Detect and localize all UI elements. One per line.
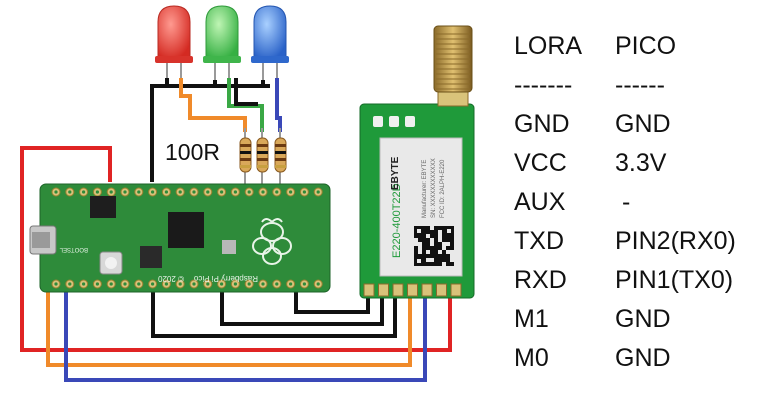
pin-row-aux: AUX - (510, 184, 765, 220)
pin-row-rxd: RXD PIN1(TX0) (510, 262, 765, 298)
lora-module: E220-400T22D EBYTE Manufacturer: EBYTE S… (359, 103, 475, 299)
lora-pin: VCC (514, 149, 567, 177)
lora-header-pads (363, 283, 462, 297)
pin-row-txd: TXD PIN2(RX0) (510, 223, 765, 259)
pico-year-label: © 2020 (158, 274, 184, 283)
flash-chip (90, 196, 116, 218)
lora-separator: ------- (514, 71, 573, 99)
uart-power-wires (20, 146, 452, 382)
lora-column-header: LORA (514, 32, 583, 60)
pico-silkscreen-label: Raspberry Pi Pico (193, 274, 258, 283)
led-wires (150, 78, 282, 182)
lora-pin: RXD (514, 266, 567, 294)
lora-serial-label: SN: XXXXXXXXXXXX (431, 158, 437, 218)
pico-column-header: PICO (615, 32, 677, 60)
bootsel-label: BOOTSEL (59, 246, 88, 252)
resistor-3 (274, 128, 287, 185)
green-led (203, 5, 241, 80)
pin-row-m0: M0 GND (510, 340, 765, 376)
pico-pin: PIN2(RX0) (615, 227, 736, 255)
lora-pin: AUX (514, 188, 566, 216)
lora-fcc-label: FCC ID: 2ALPH-E220 (440, 159, 446, 218)
lora-pin-pad (436, 283, 447, 297)
pin-row-m1: M1 GND (510, 301, 765, 337)
lora-pin: GND (514, 110, 570, 138)
rp2040-chip (168, 212, 204, 248)
lora-pin-pad (378, 283, 389, 297)
lora-pin-pad (363, 283, 375, 297)
resistor-2 (256, 128, 269, 185)
pico-pin: PIN1(TX0) (615, 266, 734, 294)
sma-antenna (433, 25, 473, 107)
blue-led (251, 5, 289, 80)
lora-pin-pad (450, 283, 462, 297)
lora-pin-pad (392, 283, 404, 297)
pin-row-vcc: VCC 3.3V (510, 145, 765, 181)
lora-pin: M0 (514, 344, 549, 372)
lora-pin: M1 (514, 305, 549, 333)
pico-bottom-header-pads (51, 279, 323, 289)
raspberry-logo-icon (252, 218, 292, 265)
resistor-1 (239, 128, 252, 185)
resistor-array (239, 128, 287, 185)
lora-pin-pad (421, 283, 433, 297)
lora-pin: TXD (514, 227, 564, 255)
pico-pin: GND (615, 110, 671, 138)
circuit-illustration: 100R Raspberry Pi Pico © 2020 BOOTSEL (20, 5, 475, 382)
pin-table-header: LORA PICO (510, 28, 765, 64)
red-led (155, 5, 193, 80)
lora-manufacturer-label: Manufacturer: EBYTE (422, 160, 428, 218)
pico-pin: GND (615, 305, 671, 333)
pico-pin: 3.3V (615, 149, 667, 177)
pico-pin: GND (615, 344, 671, 372)
lora-model-label: E220-400T22D (391, 183, 403, 258)
raspberry-pi-pico-board: Raspberry Pi Pico © 2020 BOOTSEL (29, 183, 331, 293)
lora-brand-label: EBYTE (390, 156, 401, 190)
pico-separator: ------ (615, 71, 665, 99)
lora-pin-pad (407, 283, 418, 297)
pin-row-gnd: GND GND (510, 106, 765, 142)
resistor-value-label: 100R (165, 139, 220, 165)
pico-top-header-pads (51, 187, 323, 197)
pico-pin: - (615, 188, 631, 216)
pin-table-separator: ------- ------ (510, 67, 765, 103)
